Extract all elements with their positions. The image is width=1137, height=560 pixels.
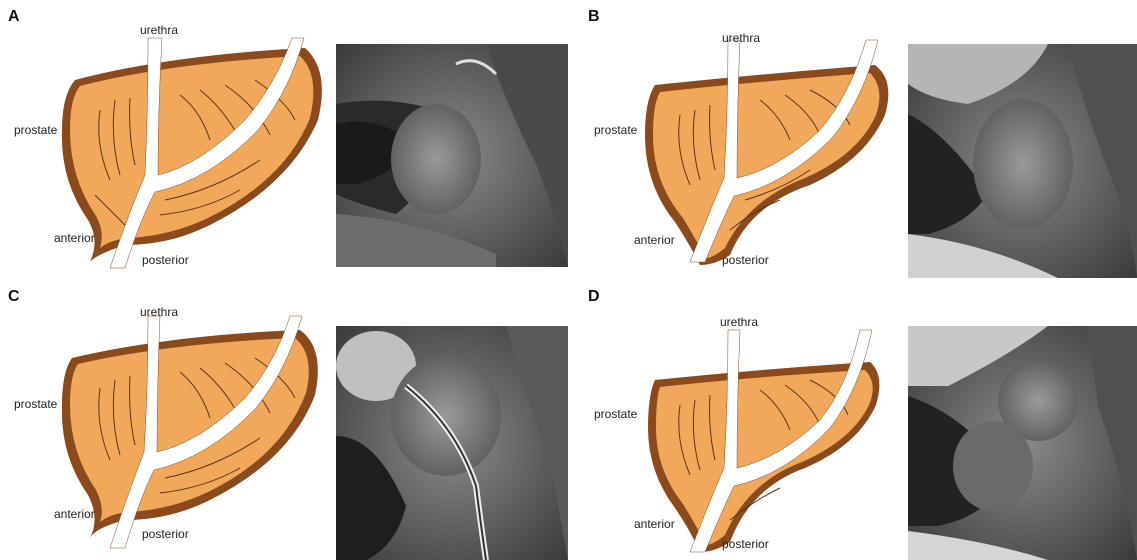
- anterior-label: anterior: [634, 517, 675, 531]
- panel-b: B urethra prostate anterior posterior: [580, 0, 1137, 280]
- prostate-diagram-a: urethra prostate anterior posterior: [0, 0, 330, 280]
- prostate-diagram-c: urethra prostate anterior posterior: [0, 280, 330, 560]
- posterior-label: posterior: [722, 253, 769, 267]
- anterior-label: anterior: [54, 507, 95, 521]
- posterior-label: posterior: [142, 253, 189, 267]
- urethra-label: urethra: [140, 305, 178, 319]
- urethra-label: urethra: [722, 31, 760, 45]
- panel-a: A urethra prostate anterior posterior: [0, 0, 568, 280]
- urethra-label: urethra: [720, 315, 758, 329]
- posterior-label: posterior: [722, 537, 769, 551]
- prostate-label: prostate: [14, 123, 58, 137]
- prostate-label: prostate: [594, 407, 638, 421]
- urethra-label: urethra: [140, 23, 178, 37]
- prostate-label: prostate: [594, 123, 638, 137]
- mri-image-d: [908, 326, 1137, 560]
- prostate-diagram-b: urethra prostate anterior posterior: [580, 0, 910, 280]
- anterior-label: anterior: [54, 231, 95, 245]
- panel-c: C urethra prostate anterior posterior: [0, 280, 568, 560]
- anterior-label: anterior: [634, 233, 675, 247]
- prostate-label: prostate: [14, 397, 58, 411]
- panel-d: D urethra prostate anterior posterior: [580, 280, 1137, 560]
- mri-image-b: [908, 44, 1137, 278]
- mri-image-c: [336, 326, 568, 560]
- mri-image-a: [336, 44, 568, 267]
- posterior-label: posterior: [142, 527, 189, 541]
- prostate-diagram-d: urethra prostate anterior posterior: [580, 280, 910, 560]
